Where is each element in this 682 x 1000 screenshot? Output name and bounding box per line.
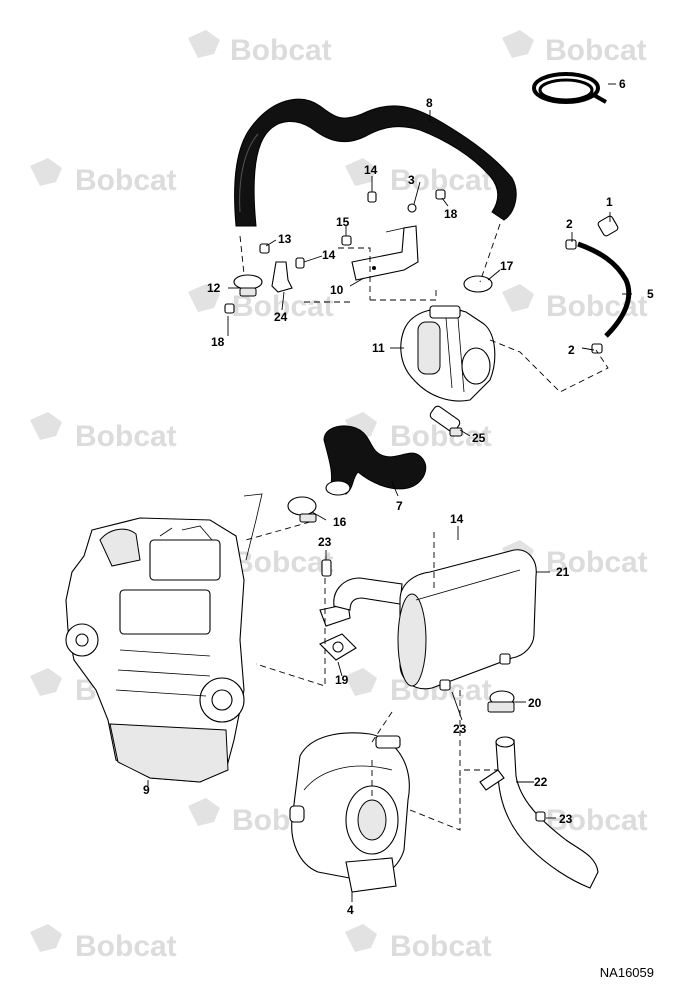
air-cleaner-part bbox=[400, 305, 496, 402]
watermark: Bobcat bbox=[30, 412, 177, 453]
callout-18: 18 bbox=[444, 207, 458, 221]
callout-25: 25 bbox=[472, 431, 486, 445]
watermark: Bobcat bbox=[345, 924, 492, 963]
watermark: Bobcat bbox=[30, 158, 177, 197]
elbow-hose-part bbox=[323, 425, 427, 496]
hose-clamp-part bbox=[233, 274, 263, 297]
svg-text:Bobcat: Bobcat bbox=[75, 164, 177, 197]
callout-23: 23 bbox=[453, 722, 467, 736]
callout-4: 4 bbox=[347, 903, 354, 917]
callout-10: 10 bbox=[330, 283, 344, 297]
svg-text:Bobcat: Bobcat bbox=[230, 34, 332, 67]
callout-24: 24 bbox=[274, 310, 288, 324]
callout-17: 17 bbox=[500, 259, 514, 273]
callout-12: 12 bbox=[207, 281, 221, 295]
callout-18: 18 bbox=[211, 335, 225, 349]
callout-labels: 1 2 2 3 4 5 6 7 8 9 10 11 12 13 14 14 14… bbox=[143, 77, 654, 917]
svg-text:Bobcat: Bobcat bbox=[390, 930, 492, 963]
callout-2: 2 bbox=[568, 343, 575, 357]
callout-13: 13 bbox=[278, 232, 292, 246]
callout-21: 21 bbox=[556, 565, 570, 579]
tail-pipe-part bbox=[479, 736, 599, 889]
callout-14: 14 bbox=[450, 512, 464, 526]
top-hardware-part bbox=[224, 189, 446, 314]
assembly-lines bbox=[239, 223, 609, 831]
watermark: Bobcat bbox=[30, 924, 177, 963]
watermark: Bobcat bbox=[188, 30, 332, 67]
intake-hose-part bbox=[234, 98, 517, 227]
watermark: Bobcat bbox=[502, 30, 647, 67]
tube-coil-part bbox=[532, 72, 607, 104]
svg-text:Bobcat: Bobcat bbox=[75, 930, 177, 963]
clamp-16-part bbox=[287, 496, 317, 523]
flywheel-housing-part bbox=[289, 732, 410, 893]
callout-1: 1 bbox=[606, 195, 613, 209]
svg-text:Bobcat: Bobcat bbox=[546, 546, 648, 579]
svg-text:Bobcat: Bobcat bbox=[546, 290, 648, 323]
callout-6: 6 bbox=[619, 77, 626, 91]
callout-22: 22 bbox=[534, 775, 548, 789]
exhaust-pipe-part bbox=[319, 577, 403, 661]
callout-3: 3 bbox=[408, 173, 415, 187]
svg-text:Bobcat: Bobcat bbox=[232, 546, 334, 579]
document-number: NA16059 bbox=[599, 965, 654, 980]
sensor-part bbox=[429, 405, 463, 437]
callout-14: 14 bbox=[364, 163, 378, 177]
callout-16: 16 bbox=[333, 515, 347, 529]
bolt-23-part bbox=[321, 559, 332, 577]
callout-7: 7 bbox=[396, 499, 403, 513]
callout-23: 23 bbox=[559, 812, 573, 826]
svg-text:Bobcat: Bobcat bbox=[545, 34, 647, 67]
bracket-part bbox=[351, 225, 419, 281]
engine-part bbox=[65, 493, 263, 783]
callout-23: 23 bbox=[318, 535, 332, 549]
callout-20: 20 bbox=[528, 696, 542, 710]
clamp-20-part bbox=[487, 690, 515, 713]
callout-14: 14 bbox=[322, 248, 336, 262]
svg-text:Bobcat: Bobcat bbox=[75, 420, 177, 453]
svg-text:Bobcat: Bobcat bbox=[546, 804, 648, 837]
svg-text:Bobcat: Bobcat bbox=[390, 420, 492, 453]
leader-lines bbox=[147, 83, 632, 902]
watermark: Bobcat bbox=[345, 412, 492, 453]
muffler-part bbox=[397, 549, 537, 691]
callout-11: 11 bbox=[372, 341, 385, 355]
callout-8: 8 bbox=[426, 96, 433, 110]
clamp-17-part bbox=[463, 275, 493, 293]
strap-bracket-part bbox=[271, 261, 293, 293]
callout-19: 19 bbox=[335, 673, 349, 687]
callout-5: 5 bbox=[647, 287, 654, 301]
callout-15: 15 bbox=[336, 215, 350, 229]
callout-9: 9 bbox=[143, 783, 150, 797]
callout-2: 2 bbox=[566, 217, 573, 231]
vent-hose-part bbox=[565, 215, 632, 354]
